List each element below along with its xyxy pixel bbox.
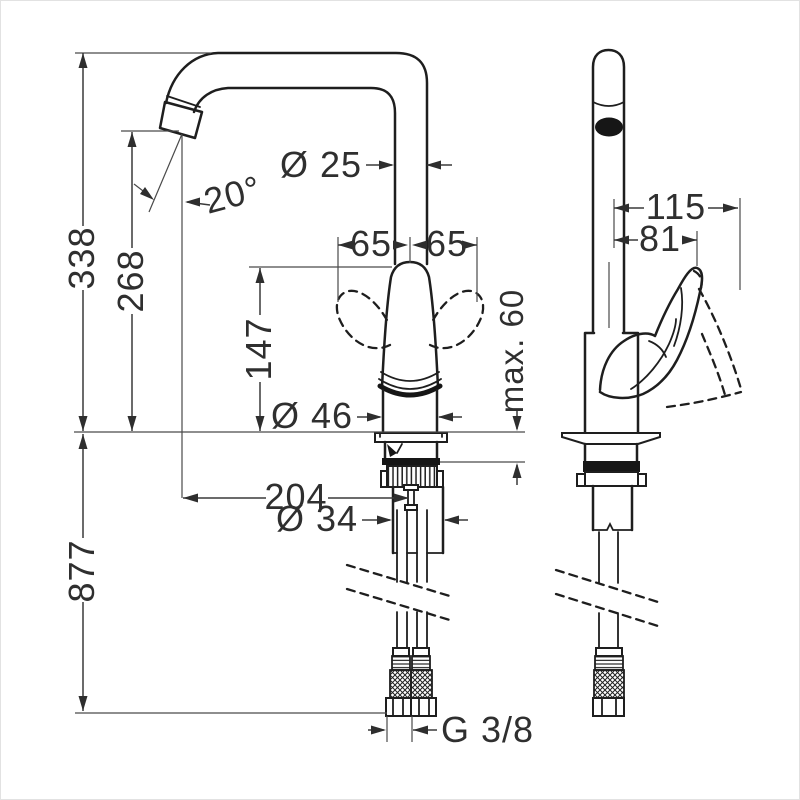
break-line-front-1 (345, 563, 455, 599)
side-view (554, 48, 743, 717)
break-line-front-2 (345, 587, 455, 623)
stream-angle-line (148, 133, 183, 213)
aerator-band-side (592, 101, 625, 107)
dim-label-d34: Ø 34 (276, 498, 358, 539)
dim-label-20deg: 20° (199, 167, 265, 221)
dim-label-65-left: 65 (350, 223, 392, 264)
dim-label-877: 877 (61, 539, 102, 602)
body-dome-arc-2 (378, 378, 442, 390)
handle-side-grip-line (673, 287, 684, 347)
handle-raised-dash-4 (692, 269, 703, 290)
side-clip-right (436, 470, 444, 488)
dim-65-65: 65 65 (338, 223, 477, 264)
handle-raised-dash-1 (697, 287, 743, 391)
dim-20deg: 20° (133, 133, 266, 222)
dim-338: 338 (61, 53, 102, 431)
front-view (158, 51, 485, 717)
hose-collar-1 (392, 647, 410, 657)
deck-flange-side (561, 432, 661, 445)
shank-side (591, 484, 634, 532)
side-clip-left (380, 470, 388, 488)
nut-facets-side (601, 697, 617, 717)
aerator-outlet (158, 100, 204, 140)
dim-label-147: 147 (238, 317, 279, 380)
hose-braid-1 (389, 669, 412, 699)
break-line-side-2 (554, 592, 660, 628)
aerator-face-side (595, 117, 623, 137)
dim-204: 204 (183, 476, 409, 517)
dim-147: 147 (238, 268, 279, 431)
hose-ribs-2 (411, 655, 431, 671)
dim-label-338: 338 (61, 226, 102, 289)
handle-swing-petal-right (428, 289, 485, 350)
dim-label-115: 115 (646, 186, 706, 227)
hoses-upper-front (396, 509, 428, 583)
dim-d34: Ø 34 (276, 498, 468, 539)
hose-collar-2 (412, 647, 430, 657)
dim-g38: G 3/8 (368, 709, 534, 750)
hose-ribs-side (594, 655, 624, 671)
aerator-joint-line (166, 95, 201, 108)
bracket-side (584, 471, 639, 487)
lower-body-side (583, 442, 639, 463)
dim-label-d25: Ø 25 (280, 144, 362, 185)
hose-lower-side (598, 612, 619, 649)
shank-bottom-side (592, 521, 633, 531)
hose-nut-side (592, 697, 625, 717)
dim-81: 81 (614, 218, 697, 259)
body-side (583, 331, 640, 434)
handle-side (598, 266, 704, 400)
dim-label-204: 204 (264, 476, 327, 517)
hose-nut-2 (410, 697, 437, 717)
spout-tube-side (591, 48, 626, 334)
break-line-side-1 (554, 568, 660, 604)
body-dome-arc-dark (377, 383, 443, 398)
body-dome-arc-1 (380, 371, 440, 382)
hoses-lower-front (396, 611, 428, 649)
clip-hook-line (396, 443, 403, 454)
dimensions: 338 268 147 877 (61, 52, 741, 750)
dim-268: 268 (110, 132, 151, 431)
spout-outer-edge (164, 51, 429, 266)
spout-inner-edge (192, 86, 397, 266)
flange-notches (379, 432, 443, 438)
hose-nut-1 (385, 697, 412, 717)
dim-label-268: 268 (110, 249, 151, 312)
stud-head (403, 484, 419, 491)
dim-label-81: 81 (639, 218, 681, 259)
deck-flange-front (374, 432, 448, 443)
dim-label-65-right: 65 (426, 223, 468, 264)
handle-side-inner-line (648, 340, 667, 358)
clip-hook (387, 444, 397, 457)
dim-max60: max. 60 (493, 289, 530, 485)
handle-front (380, 260, 440, 390)
hose-braid-side (593, 669, 625, 699)
bracket-tab-right (637, 473, 647, 487)
handle-raised-dash-3 (665, 390, 743, 409)
hose-braid-2 (410, 669, 433, 699)
handle-side-blade-line (630, 318, 677, 390)
handle-raised-dash-2 (700, 332, 727, 397)
threaded-block-front (386, 465, 438, 488)
handle-swing-petal-left (335, 289, 392, 350)
dim-d25: Ø 25 (280, 144, 452, 185)
dim-label-g38: G 3/8 (441, 709, 534, 750)
nut-facets (392, 697, 430, 717)
locknut-band-front (382, 458, 440, 465)
lower-body-front (383, 440, 439, 460)
dim-d46: Ø 46 (271, 395, 462, 436)
dim-877: 877 (61, 434, 102, 711)
hose-upper-side (598, 531, 619, 584)
dim-115: 115 (614, 186, 738, 227)
dim-label-max60: max. 60 (493, 289, 530, 413)
locknut-band-side (583, 461, 640, 472)
stud-stem (407, 489, 415, 506)
bracket-tab-left (576, 473, 586, 487)
hose-collar-side (595, 647, 623, 657)
hose-ribs-1 (391, 655, 411, 671)
stud-foot (404, 504, 418, 511)
dim-label-d46: Ø 46 (271, 395, 353, 436)
